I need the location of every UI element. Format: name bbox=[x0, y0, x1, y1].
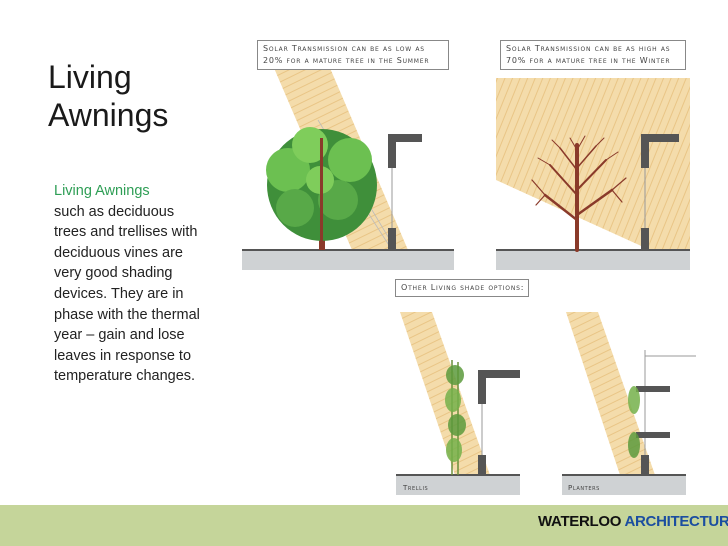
body-text: such as deciduous trees and trellises wi… bbox=[54, 203, 200, 385]
summer-tree bbox=[266, 127, 377, 250]
winter-tree bbox=[531, 135, 627, 252]
other-options-caption: Other Living shade options: bbox=[395, 279, 529, 297]
body-highlight: Living Awnings bbox=[54, 183, 150, 199]
winter-wall bbox=[641, 134, 679, 250]
winter-caption: Solar Transmission can be as high as 70%… bbox=[500, 40, 686, 70]
planters-vine bbox=[628, 386, 640, 458]
waterloo-architecture-logo: WATERLOO ARCHITECTURE bbox=[538, 511, 728, 533]
winter-sun-rays bbox=[496, 78, 690, 250]
logo-brand: WATERLOO bbox=[538, 513, 622, 530]
footer-band bbox=[0, 505, 728, 546]
trellis-vine bbox=[445, 360, 466, 475]
summer-ground bbox=[242, 250, 454, 270]
planters-label: Planters bbox=[568, 484, 600, 492]
planters-panel bbox=[562, 312, 696, 495]
summer-panel bbox=[242, 40, 454, 270]
summer-caption: Solar Transmission can be as low as 20% … bbox=[257, 40, 449, 70]
planters-ground bbox=[562, 475, 686, 495]
trellis-panel bbox=[396, 312, 520, 495]
trellis-sun-rays bbox=[400, 312, 490, 475]
winter-ground bbox=[496, 250, 690, 270]
trellis-ground bbox=[396, 475, 520, 495]
logo-sub: ARCHITECTURE bbox=[624, 513, 728, 530]
winter-panel bbox=[496, 78, 690, 270]
trellis-label: Trellis bbox=[403, 484, 429, 492]
trellis-wall bbox=[478, 370, 520, 475]
planters-wall bbox=[636, 350, 696, 475]
slide-title: Living Awnings bbox=[48, 59, 169, 133]
planters-sun-rays bbox=[566, 312, 655, 475]
summer-wall bbox=[388, 134, 422, 250]
slide-body: Living Awnings such as deciduous trees a… bbox=[54, 181, 204, 387]
